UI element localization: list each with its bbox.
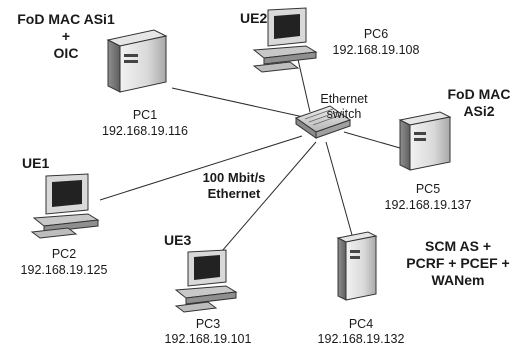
- links: [99, 54, 401, 259]
- pc5-name: PC5: [415, 182, 441, 196]
- pc2-name: PC2: [51, 247, 77, 261]
- pc6-ip: 192.168.19.108: [332, 43, 420, 57]
- server-icon-pc1: [106, 29, 168, 93]
- pc4-role-label: SCM AS + PCRF + PCEF + WANem: [396, 238, 520, 289]
- pc5-ip: 192.168.19.137: [384, 198, 472, 212]
- pc1-role-line2: +: [61, 28, 71, 44]
- link-speed-line2: Ethernet: [207, 186, 261, 201]
- pc2-ip: 192.168.19.125: [20, 263, 108, 277]
- link-pc5: [343, 131, 401, 149]
- switch-label: Ethernet switch: [312, 92, 376, 122]
- link-pc1: [171, 87, 309, 119]
- link-pc2: [99, 135, 303, 201]
- ethernet-switch-icon: [294, 105, 352, 139]
- pc1-role-line1: FoD MAC ASi1: [17, 11, 115, 27]
- pc1-ip: 192.168.19.116: [102, 124, 188, 138]
- pc2-role-label: UE1: [22, 155, 50, 171]
- desktop-icon-pc6: [252, 7, 318, 73]
- pc1-role-line3: OIC: [53, 45, 79, 61]
- link-pc6: [296, 54, 311, 113]
- pc3-name: PC3: [195, 317, 221, 331]
- server-icon-pc4: [336, 231, 378, 301]
- link-pc3: [215, 141, 317, 259]
- switch-label-line1: Ethernet: [320, 92, 368, 106]
- pc3-ip: 192.168.19.101: [164, 332, 252, 346]
- pc4-role-line3: WANem: [431, 272, 485, 288]
- pc6-name: PC6: [363, 27, 389, 41]
- pc4-role-line2: PCRF + PCEF +: [406, 255, 510, 271]
- desktop-icon-pc3: [174, 249, 238, 313]
- server-icon-pc5: [398, 111, 452, 171]
- switch-label-line2: switch: [326, 107, 362, 121]
- pc6-role-label: UE2: [240, 10, 268, 26]
- link-speed-line1: 100 Mbit/s: [202, 170, 266, 185]
- link-speed-label: 100 Mbit/s Ethernet: [194, 170, 274, 202]
- desktop-icon-pc2: [30, 173, 100, 239]
- pc4-ip: 192.168.19.132: [317, 332, 405, 346]
- pc4-role-line1: SCM AS +: [425, 238, 491, 254]
- pc1-role-label: FoD MAC ASi1 + OIC: [14, 11, 118, 62]
- link-pc4: [325, 141, 353, 236]
- pc1-name: PC1: [132, 108, 158, 122]
- pc5-role-line1: FoD MAC: [447, 86, 511, 102]
- pc4-name: PC4: [348, 317, 374, 331]
- pc5-role-label: FoD MAC ASi2: [438, 86, 520, 120]
- pc5-role-line2: ASi2: [463, 103, 495, 119]
- pc3-role-label: UE3: [164, 232, 192, 248]
